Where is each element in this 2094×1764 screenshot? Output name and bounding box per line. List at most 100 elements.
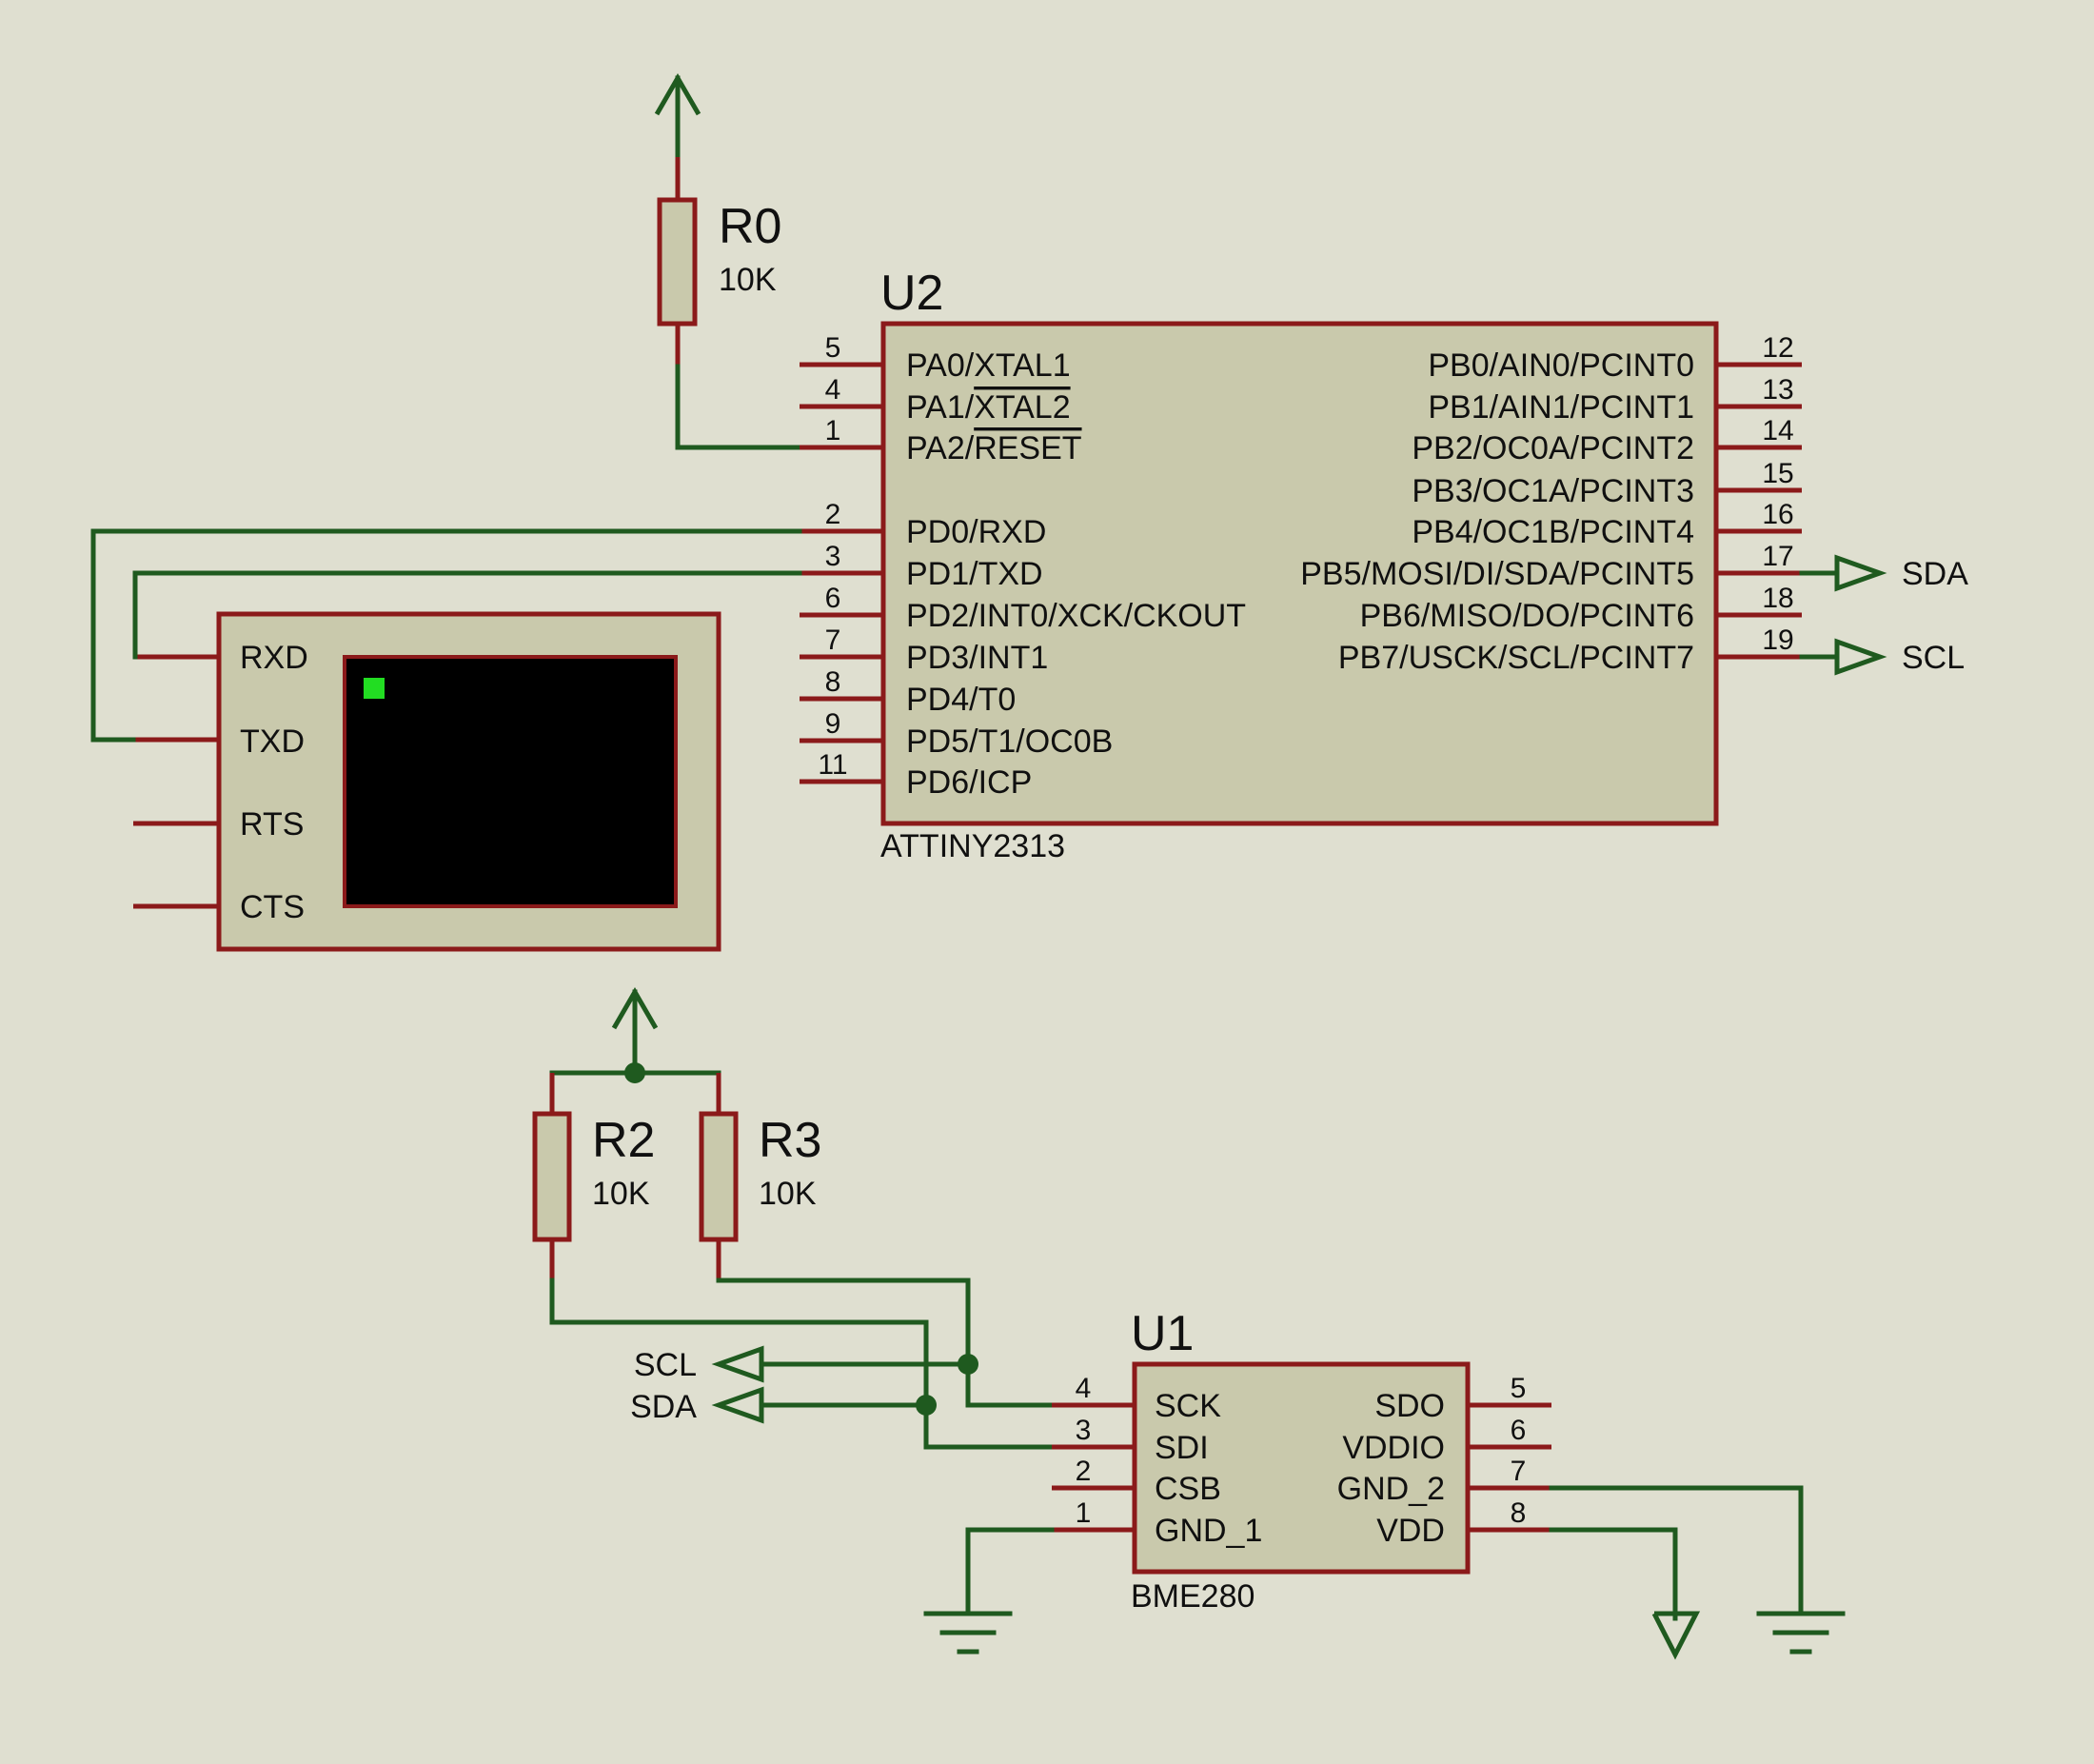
wire-pd1-rxd [132, 570, 802, 660]
r0-resistor[interactable]: R0 10K [654, 73, 781, 367]
terminal-pin-cts: CTS [240, 889, 305, 925]
u1-pin-label: SDI [1155, 1430, 1209, 1466]
u2-pin-num: 8 [825, 666, 841, 698]
u2-pin-num: 1 [825, 415, 841, 446]
u1-pin-label: VDDIO [1342, 1430, 1445, 1466]
u2-pin-num: 14 [1762, 415, 1793, 446]
u2-pin-num: 4 [825, 374, 841, 406]
u2-right-pins: 12 PB0/AIN0/PCINT0 13 PB1/AIN1/PCINT1 14 PB2/… [1300, 332, 1802, 676]
u1-pin-label: GND_1 [1155, 1513, 1262, 1549]
net-label-scl-bottom: SCL [634, 1347, 697, 1383]
u2-pin-label: PA2/RESET [906, 430, 1082, 466]
terminal-pin-txd: TXD [240, 723, 305, 760]
u2-attiny2313[interactable]: U2 ATTINY2313 5 PA0/XTAL1 4 PA1/XTAL2 1 PA2/R… [800, 266, 1802, 864]
u2-pin-num: 16 [1762, 499, 1793, 530]
scl-net-arrow-top [1834, 638, 1887, 676]
u2-pin-label: PB2/OC0A/PCINT2 [1412, 430, 1694, 466]
ground-symbol-left [923, 1611, 1013, 1655]
r2-resistor[interactable]: R2 10K [532, 1073, 655, 1280]
u1-pin-num: 5 [1511, 1373, 1527, 1404]
r0-value: 10K [719, 262, 777, 298]
u2-pin-label: PD1/TXD [906, 556, 1043, 592]
u1-pin-num: 6 [1511, 1415, 1527, 1446]
u1-pin-label: GND_2 [1337, 1471, 1445, 1507]
i2c-pullups [549, 987, 721, 1117]
r3-ref: R3 [759, 1113, 821, 1168]
junction-scl [958, 1354, 978, 1375]
u1-pin-label: SDO [1374, 1388, 1445, 1424]
net-label-sda-bottom: SDA [630, 1389, 697, 1425]
u1-pin-num: 2 [1076, 1456, 1092, 1487]
u2-pin-num: 9 [825, 708, 841, 740]
junction-pullup-vcc [624, 1062, 645, 1083]
u2-pin-label: PB7/USCK/SCL/PCINT7 [1338, 640, 1694, 676]
ground-symbol-right [1756, 1611, 1846, 1655]
u1-pin-num: 4 [1076, 1373, 1092, 1404]
wire-gnd1 [965, 1527, 1055, 1616]
u1-part: BME280 [1131, 1578, 1254, 1615]
u1-pin-num: 8 [1511, 1497, 1527, 1529]
u1-pin-num: 1 [1076, 1497, 1092, 1529]
u2-pin-num: 12 [1762, 332, 1793, 364]
terminal-screen [343, 655, 678, 908]
wire-vdd [1549, 1527, 1678, 1621]
u1-pin-label: SCK [1155, 1388, 1221, 1424]
terminal-pin-rts: RTS [240, 806, 304, 842]
wire-r3-sck [716, 1278, 1055, 1408]
u2-pin-label: PD0/RXD [906, 514, 1046, 550]
u2-pin-label: PD5/T1/OC0B [906, 723, 1113, 760]
terminal-cursor [364, 678, 385, 699]
u2-pin-label: PB3/OC1A/PCINT3 [1412, 473, 1694, 509]
wire-pd0-txd [90, 528, 802, 743]
u1-pin-label: CSB [1155, 1471, 1221, 1507]
u2-pin-num: 18 [1762, 583, 1793, 614]
u2-pin-label: PB0/AIN0/PCINT0 [1428, 347, 1694, 384]
u2-pin-num: 19 [1762, 624, 1793, 656]
u2-pin-num: 11 [818, 749, 847, 781]
wire-gnd2 [1549, 1485, 1804, 1616]
u2-pin-label: PA0/XTAL1 [906, 347, 1071, 384]
u2-pin-label: PD2/INT0/XCK/CKOUT [906, 598, 1246, 634]
u2-pin-num: 13 [1762, 374, 1793, 406]
u1-pin-num: 7 [1511, 1456, 1527, 1487]
wire-r2-sdi [549, 1278, 1055, 1450]
u2-pin-num: 15 [1762, 458, 1793, 489]
sda-net-arrow-top [1834, 554, 1887, 592]
u2-ref: U2 [880, 266, 943, 321]
r2-ref: R2 [592, 1113, 655, 1168]
u2-pin-label: PB6/MISO/DO/PCINT6 [1360, 598, 1694, 634]
u2-pin-num: 5 [825, 332, 841, 364]
u2-pin-label: PA1/XTAL2 [906, 389, 1071, 426]
u2-pin-label: PB5/MOSI/DI/SDA/PCINT5 [1300, 556, 1694, 592]
sda-net-arrow-bottom [711, 1386, 764, 1424]
r2-value: 10K [592, 1176, 650, 1212]
r3-value: 10K [759, 1176, 817, 1212]
u2-pin-label: PD6/ICP [906, 764, 1032, 801]
u1-pin-num: 3 [1076, 1415, 1092, 1446]
r3-resistor[interactable]: R3 10K [699, 1073, 821, 1280]
u2-part: ATTINY2313 [880, 828, 1065, 864]
u2-pin-label: PB1/AIN1/PCINT1 [1428, 389, 1694, 426]
u2-pin-num: 7 [825, 624, 841, 656]
u2-pin-num: 6 [825, 583, 841, 614]
u2-pin-label: PD4/T0 [906, 682, 1016, 718]
power-arrow-vdd [1651, 1611, 1701, 1660]
u2-pin-num: 17 [1762, 541, 1793, 572]
u2-pin-label: PD3/INT1 [906, 640, 1048, 676]
u2-pin-num: 3 [825, 541, 841, 572]
terminal-pin-rxd: RXD [240, 640, 308, 676]
net-label-sda-top: SDA [1902, 556, 1968, 592]
u1-ref: U1 [1131, 1306, 1194, 1361]
r0-ref: R0 [719, 199, 781, 254]
u2-pin-label: PB4/OC1B/PCINT4 [1412, 514, 1694, 550]
u2-pin-num: 2 [825, 499, 841, 530]
scl-net-arrow-bottom [711, 1345, 764, 1383]
net-label-scl-top: SCL [1902, 640, 1965, 676]
virtual-terminal[interactable]: RXD TXD RTS CTS [133, 611, 721, 952]
u1-pin-label: VDD [1376, 1513, 1445, 1549]
